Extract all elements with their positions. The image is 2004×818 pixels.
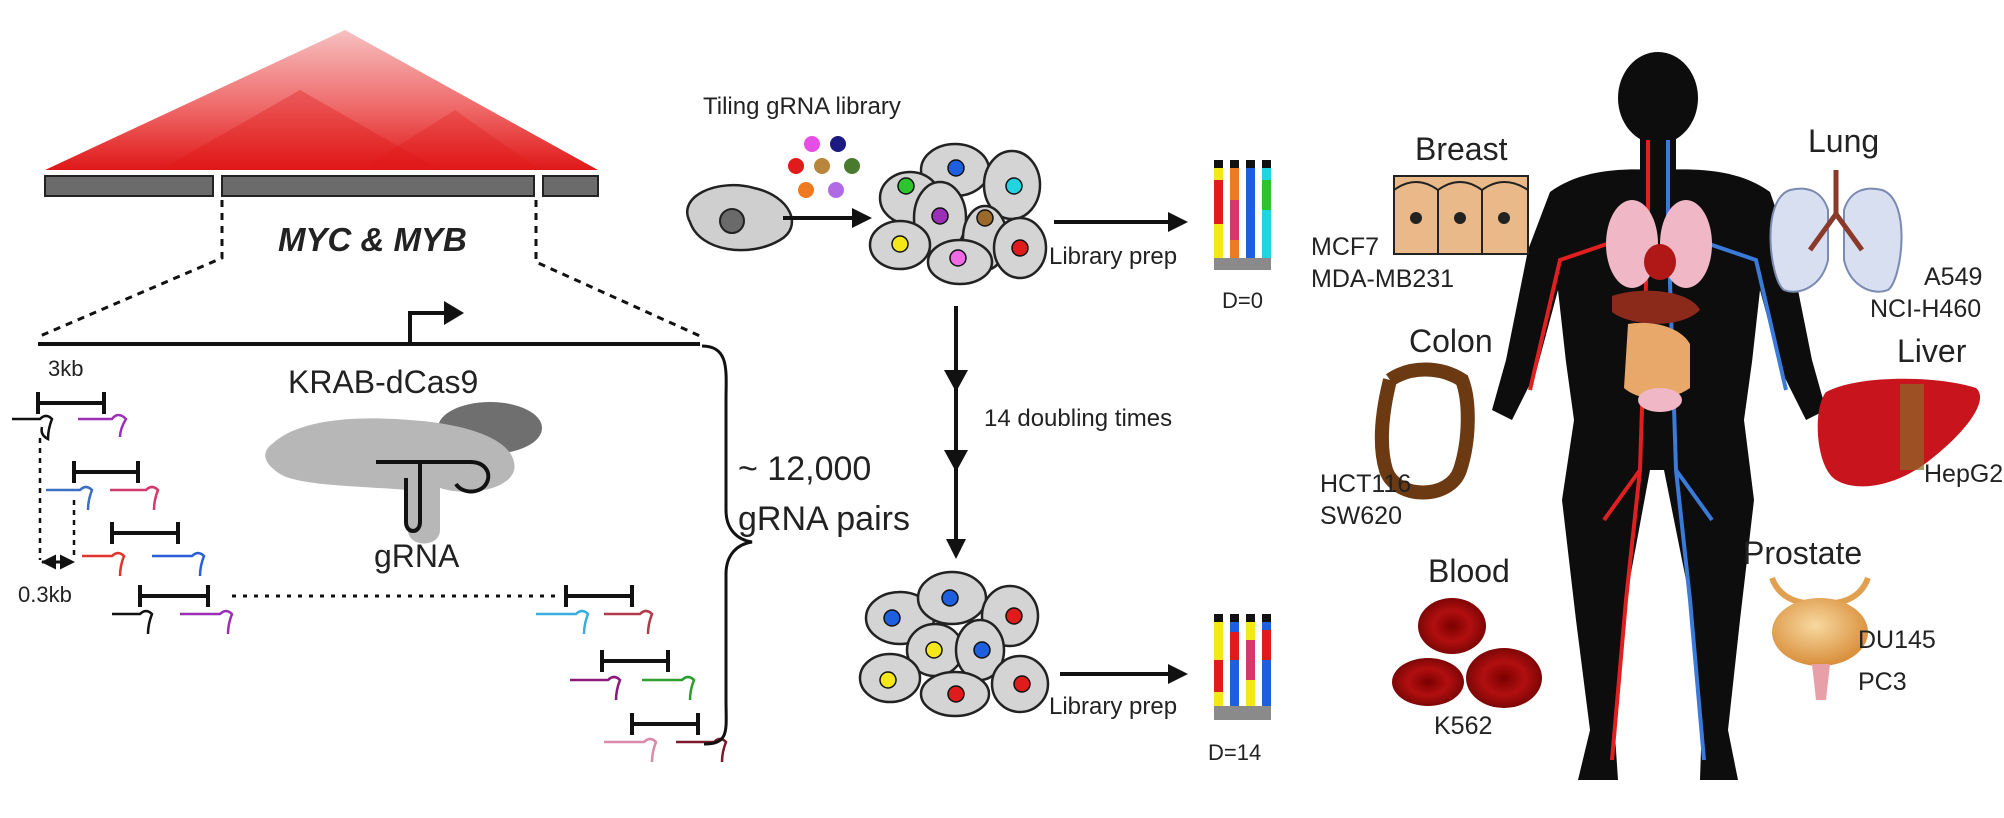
krab-dcas9-label: KRAB-dCas9 <box>288 364 478 400</box>
gene-label: MYC & MYB <box>278 221 467 258</box>
prostate-icon <box>1769 576 1871 700</box>
grna-pair <box>12 413 128 442</box>
grna-pairs-left <box>12 413 234 635</box>
library-title: Tiling gRNA library <box>703 93 901 120</box>
doubling-label: 14 doubling times <box>984 405 1172 432</box>
tad-blocks <box>44 175 599 197</box>
hic-contact-map <box>45 30 598 170</box>
breast-line-1: MCF7 <box>1311 233 1379 261</box>
scale-bar-03kb <box>38 438 76 570</box>
colon-icon <box>1374 362 1475 500</box>
human-body-silhouette <box>1492 52 1826 780</box>
breast-tissue-icon <box>1393 175 1529 255</box>
lung-title: Lung <box>1808 123 1879 159</box>
virus-particle <box>844 158 860 174</box>
pairs-count: ~ 12,000 <box>738 450 871 488</box>
colon-line-1: HCT116 <box>1320 470 1411 498</box>
grna-pair <box>112 609 234 635</box>
host-cell <box>686 183 794 252</box>
blood-cells-icon <box>1392 598 1542 708</box>
prostate-title: Prostate <box>1743 535 1862 571</box>
library-prep-top: Library prep <box>1049 243 1177 270</box>
locus-line <box>38 301 700 346</box>
cell-markers-day14 <box>879 589 1031 703</box>
lung-icon <box>1769 170 1903 293</box>
lung-line-1: A549 <box>1924 263 1982 291</box>
sequencing-bars-day0 <box>1214 160 1271 270</box>
blood-line-1: K562 <box>1434 712 1492 740</box>
virus-particle <box>804 136 820 152</box>
virus-particle <box>830 136 846 152</box>
virus-particle <box>814 158 830 174</box>
lung-line-2: NCI-H460 <box>1870 295 1981 323</box>
scale-bar-3kb <box>36 392 106 414</box>
liver-line-1: HepG2 <box>1924 460 2003 488</box>
blood-title: Blood <box>1428 553 1510 589</box>
virus-particle <box>828 182 844 198</box>
colon-line-2: SW620 <box>1320 502 1402 530</box>
library-prep-bottom: Library prep <box>1049 693 1177 720</box>
virus-particle <box>788 158 804 174</box>
liver-icon <box>1817 378 1981 487</box>
colon-title: Colon <box>1409 323 1493 359</box>
day0-label: D=0 <box>1222 288 1263 313</box>
liver-title: Liver <box>1897 333 1967 369</box>
prostate-line-1: DU145 <box>1858 626 1936 654</box>
cell-markers-day0 <box>891 159 1029 267</box>
grna-label: gRNA <box>374 538 460 574</box>
scale-3kb-label: 3kb <box>48 356 83 381</box>
grna-pair <box>46 485 160 511</box>
breast-line-2: MDA-MB231 <box>1311 265 1454 293</box>
krab-dcas9-protein <box>265 402 542 544</box>
grna-pair <box>82 551 206 577</box>
sequencing-bars-day14 <box>1214 614 1271 720</box>
pairs-label: gRNA pairs <box>738 500 910 538</box>
prostate-line-2: PC3 <box>1858 668 1907 696</box>
zoom-lines <box>39 200 701 338</box>
curly-brace <box>701 344 753 746</box>
day14-label: D=14 <box>1208 740 1261 765</box>
grna-pairs-right <box>536 585 728 763</box>
virus-library <box>788 136 860 198</box>
scale-03kb-label: 0.3kb <box>18 582 72 607</box>
virus-particle <box>798 182 814 198</box>
breast-title: Breast <box>1415 131 1508 167</box>
